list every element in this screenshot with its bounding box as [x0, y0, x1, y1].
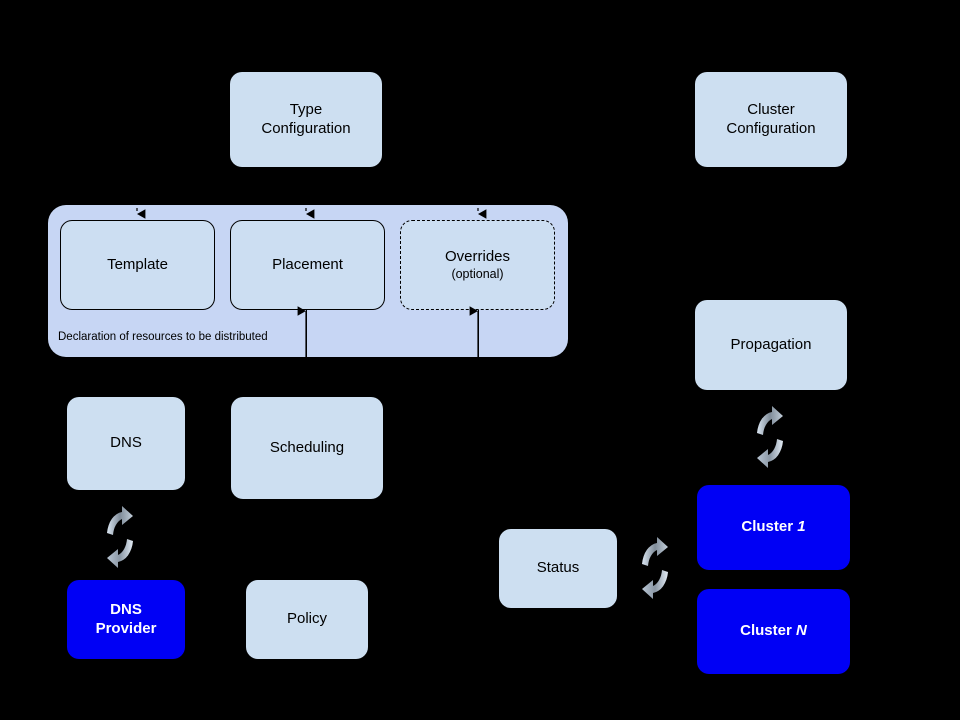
node-template[interactable]: Template: [60, 220, 215, 310]
node-overrides-sublabel: (optional): [451, 266, 504, 281]
node-policy[interactable]: Policy: [246, 580, 368, 659]
node-status[interactable]: Status: [499, 529, 617, 608]
node-scheduling[interactable]: Scheduling: [231, 397, 383, 499]
node-cluster-configuration-label: Cluster Configuration: [726, 101, 815, 138]
group-declaration-caption: Declaration of resources to be distribut…: [58, 331, 268, 343]
node-cluster-configuration[interactable]: Cluster Configuration: [695, 72, 847, 167]
node-dns-provider-label-line1: DNS: [110, 601, 142, 619]
node-placement[interactable]: Placement: [230, 220, 385, 310]
node-dns-provider-label-line2: Provider: [95, 619, 157, 637]
node-dns-provider-label: DNS Provider: [96, 601, 157, 638]
node-placement-label: Placement: [272, 255, 343, 273]
node-overrides-label: Overrides: [444, 248, 511, 266]
sync-arrows-icon-propagation: [757, 406, 783, 468]
node-cluster-configuration-label-line1: Cluster: [747, 101, 795, 119]
sync-arrows-icon-dns: [107, 506, 133, 568]
node-type-configuration[interactable]: Type Configuration: [230, 72, 382, 167]
node-policy-label: Policy: [286, 610, 327, 628]
node-propagation[interactable]: Propagation: [695, 300, 847, 390]
node-propagation-label: Propagation: [730, 335, 812, 353]
node-cluster-1-index: 1: [797, 518, 806, 536]
node-type-configuration-label-line1: Type: [289, 101, 323, 119]
node-scheduling-label: Scheduling: [269, 438, 345, 456]
divider-line-overrides: [478, 310, 479, 357]
node-type-configuration-label-line2: Configuration: [261, 119, 351, 137]
node-status-label: Status: [536, 559, 580, 577]
node-cluster-configuration-label-line2: Configuration: [726, 119, 816, 137]
node-dns[interactable]: DNS: [67, 397, 185, 490]
node-type-configuration-label: Type Configuration: [261, 101, 350, 138]
node-template-label: Template: [107, 255, 168, 273]
node-overrides[interactable]: Overrides (optional): [400, 220, 555, 310]
node-cluster-n[interactable]: Cluster N: [697, 589, 850, 674]
sync-arrows-icon-status: [642, 537, 668, 599]
node-cluster-n-index: N: [796, 622, 807, 640]
node-dns-label: DNS: [110, 434, 142, 452]
node-dns-provider[interactable]: DNS Provider: [67, 580, 185, 659]
node-cluster-n-label: Cluster N: [740, 622, 807, 640]
divider-line-placement: [306, 310, 307, 357]
node-cluster-1[interactable]: Cluster 1: [697, 485, 850, 570]
node-cluster-1-label: Cluster 1: [741, 518, 806, 536]
